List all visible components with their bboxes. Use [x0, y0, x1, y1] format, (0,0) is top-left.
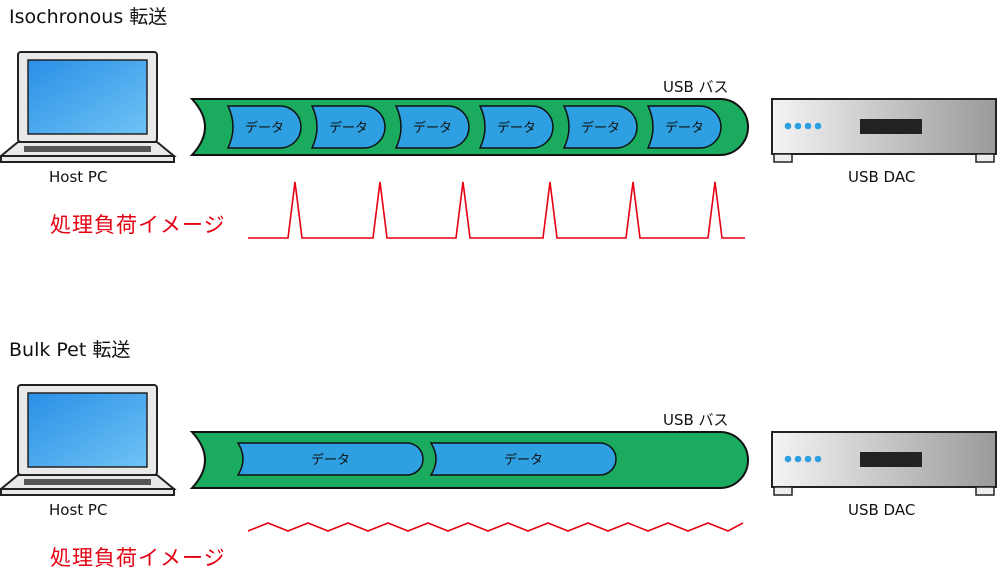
- dac-box-icon: [771, 431, 997, 496]
- bus-label: USB バス: [663, 411, 729, 429]
- data-packet: [310, 105, 386, 149]
- data-packet: [236, 442, 424, 476]
- device-label: USB DAC: [848, 501, 916, 519]
- packet-label: データ: [413, 120, 452, 136]
- device-label: USB DAC: [848, 168, 916, 186]
- data-packet: [646, 105, 722, 149]
- packet-label: データ: [504, 452, 543, 468]
- load-wave-line: [248, 181, 745, 239]
- packet-label: データ: [311, 452, 350, 468]
- host-label: Host PC: [49, 501, 108, 519]
- packet-label: データ: [329, 120, 368, 136]
- section-title: Isochronous 転送: [9, 6, 168, 28]
- packet-group: データ データ データ データ データ データ: [226, 105, 722, 149]
- packet-label: データ: [581, 120, 620, 136]
- load-wave-line: [247, 522, 744, 532]
- host-label: Host PC: [49, 168, 108, 186]
- data-packet: [394, 105, 470, 149]
- data-packet: [226, 105, 302, 149]
- usb-bus: データ データ: [189, 431, 749, 489]
- dac-box-icon: [771, 98, 997, 163]
- laptop-icon: [0, 51, 177, 163]
- data-packet: [429, 442, 617, 476]
- load-label: 処理負荷イメージ: [50, 546, 226, 570]
- load-wave: [248, 181, 745, 239]
- section-title: Bulk Pet 転送: [9, 339, 131, 361]
- laptop-icon: [0, 384, 177, 496]
- packet-label: データ: [497, 120, 536, 136]
- isochronous-section: Isochronous 転送 Host PC データデータデータデータデータデー…: [0, 0, 1000, 250]
- usb-bus: データ データ データ データ データ データ: [189, 98, 749, 156]
- data-packet: [478, 105, 554, 149]
- bus-label: USB バス: [663, 78, 729, 96]
- data-packet: [562, 105, 638, 149]
- load-wave: [247, 522, 744, 532]
- packet-label: データ: [245, 120, 284, 136]
- load-label: 処理負荷イメージ: [50, 213, 226, 237]
- packet-group: データ データ: [236, 442, 617, 476]
- bulk-pet-section: Bulk Pet 転送 Host PC データ データ USB バス: [0, 333, 1000, 583]
- packet-label: データ: [665, 120, 704, 136]
